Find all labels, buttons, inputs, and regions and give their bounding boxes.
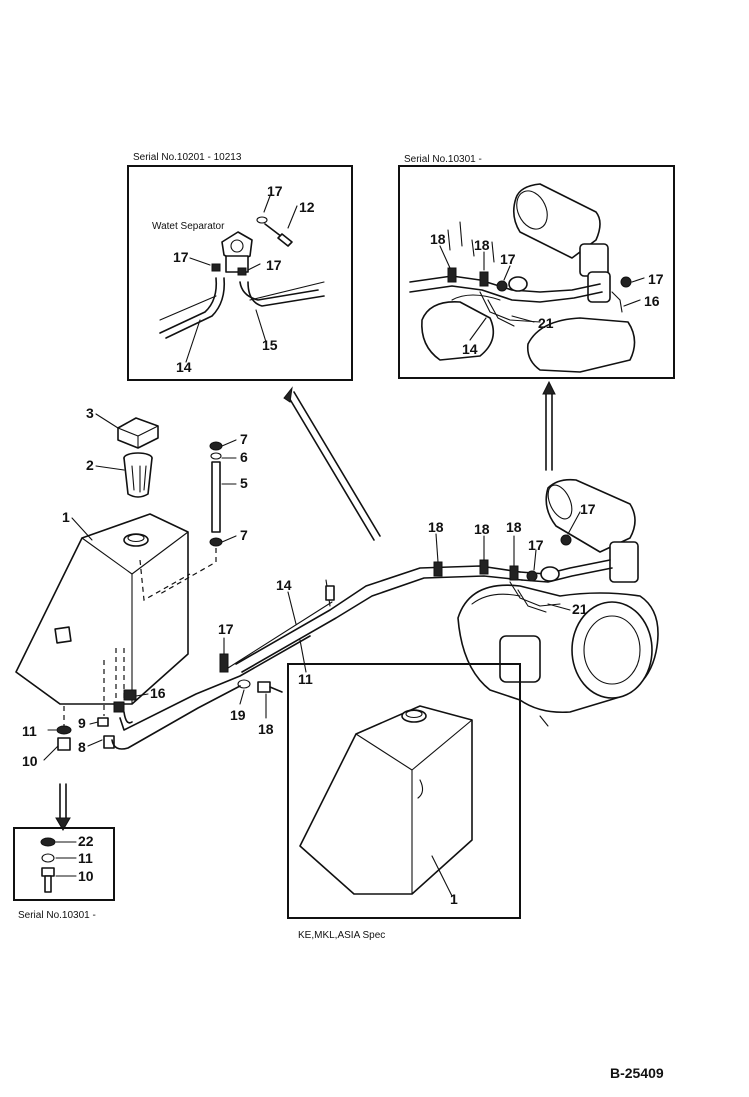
fuel-tank-icon	[299, 705, 473, 895]
callout-11: 11	[78, 850, 93, 866]
callout-2: 2	[86, 457, 94, 473]
clamp-icon	[509, 565, 519, 581]
callout-20: 19	[230, 707, 246, 723]
inset-frame-bottom-right	[287, 663, 521, 919]
callout-5: 5	[240, 475, 248, 491]
callout-15: 15	[262, 337, 278, 353]
callout-17: 17	[528, 537, 544, 553]
inset-frame-top-right	[398, 165, 675, 379]
hose-15	[239, 281, 319, 301]
caption-serial-10301-bottom: Serial No.10301 -	[18, 910, 96, 921]
callout-21: 21	[572, 601, 588, 617]
strainer-icon	[123, 452, 153, 498]
clamp-icon	[219, 653, 229, 673]
inset-serial-10201-10213: Serial No.10201 - 10213 Watet Separator	[127, 152, 353, 381]
inset-serial-10301-engine: Serial No.10301 -	[398, 154, 675, 379]
fitting-icon	[123, 689, 137, 701]
fitting-icon	[560, 534, 572, 546]
fitting-icon	[237, 267, 247, 276]
inset-frame-top-left	[127, 165, 353, 381]
bolt-icon	[256, 216, 293, 247]
fitting-icon	[496, 280, 508, 292]
link-arrow-top-left	[287, 395, 375, 541]
callout-7: 7	[240, 527, 248, 543]
callout-18: 18	[430, 231, 446, 247]
cap-icon	[117, 417, 159, 449]
hose-14	[165, 277, 226, 339]
callout-9: 9	[78, 715, 86, 731]
engine-icon	[457, 478, 659, 727]
callout-17: 17	[173, 249, 189, 265]
bolt-icon	[257, 681, 283, 693]
callout-11: 11	[22, 723, 37, 739]
engine-icon	[421, 183, 636, 373]
clamp-icon	[479, 271, 489, 287]
callout-7: 7	[240, 431, 248, 447]
drawing-code: B-25409	[610, 1065, 664, 1081]
inset-frame-bottom-left	[13, 827, 115, 901]
callout-10: 10	[22, 753, 38, 769]
fuel-tank-icon	[15, 513, 191, 705]
callout-17: 17	[648, 271, 664, 287]
callout-14: 11	[298, 671, 313, 687]
callout-14: 14	[462, 341, 478, 357]
fitting-icon	[620, 276, 632, 288]
main-assembly: 3 2 1 7 6 5 7 11 10 9 8 16 17 19 18 14 1…	[15, 405, 659, 769]
callout-1: 1	[62, 509, 70, 525]
callout-21: 21	[538, 315, 554, 331]
callout-18: 18	[474, 237, 490, 253]
callout-18: 18	[428, 519, 444, 535]
callout-18: 18	[474, 521, 490, 537]
bolt-icon	[41, 867, 55, 893]
callout-16: 16	[644, 293, 660, 309]
drain-plug-icon	[56, 648, 125, 751]
callout-22: 22	[78, 833, 94, 849]
breather-tube-icon	[159, 441, 223, 595]
clamp-icon	[433, 561, 443, 577]
callout-13: 17	[267, 183, 283, 199]
link-arrows	[55, 380, 556, 831]
fuel-filter-icon	[540, 566, 560, 582]
washer-icon	[237, 679, 251, 689]
callout-17: 17	[266, 257, 282, 273]
callout-17: 17	[580, 501, 596, 517]
washer-icon	[41, 853, 55, 863]
fitting-icon	[526, 570, 538, 582]
callout-18: 17	[218, 621, 234, 637]
callout-17: 16	[150, 685, 166, 701]
washer-icon	[40, 837, 56, 847]
fitting-icon	[211, 263, 221, 272]
callout-3: 3	[86, 405, 94, 421]
caption-serial-10201-10213: Serial No.10201 - 10213	[133, 152, 242, 163]
callout-18: 18	[506, 519, 522, 535]
callout-12: 12	[299, 199, 315, 215]
caption-water-separator: Watet Separator	[152, 221, 225, 232]
caption-serial-10301-top: Serial No.10301 -	[404, 154, 482, 165]
inset-ke-mkl-asia-spec: 1 KE,MKL,ASIA Spec	[287, 663, 521, 941]
callout-10: 10	[78, 868, 94, 884]
callout-17: 17	[500, 251, 516, 267]
callout-8: 8	[78, 739, 86, 755]
clamp-icon	[447, 267, 457, 283]
caption-ke-mkl-asia-spec: KE,MKL,ASIA Spec	[298, 930, 385, 941]
fuel-filter-icon	[508, 276, 528, 292]
hose-14	[159, 277, 218, 334]
clamp-icon	[479, 559, 489, 575]
callout-16: 14	[276, 577, 292, 593]
inset-serial-10301-drain: 22 11 10 Serial No.10301 -	[13, 827, 115, 921]
callout-6: 6	[240, 449, 248, 465]
callout-1: 1	[450, 891, 458, 907]
water-separator-icon	[221, 231, 253, 273]
hose-15	[247, 281, 325, 307]
callout-19: 18	[258, 721, 274, 737]
callout-14: 14	[176, 359, 192, 375]
